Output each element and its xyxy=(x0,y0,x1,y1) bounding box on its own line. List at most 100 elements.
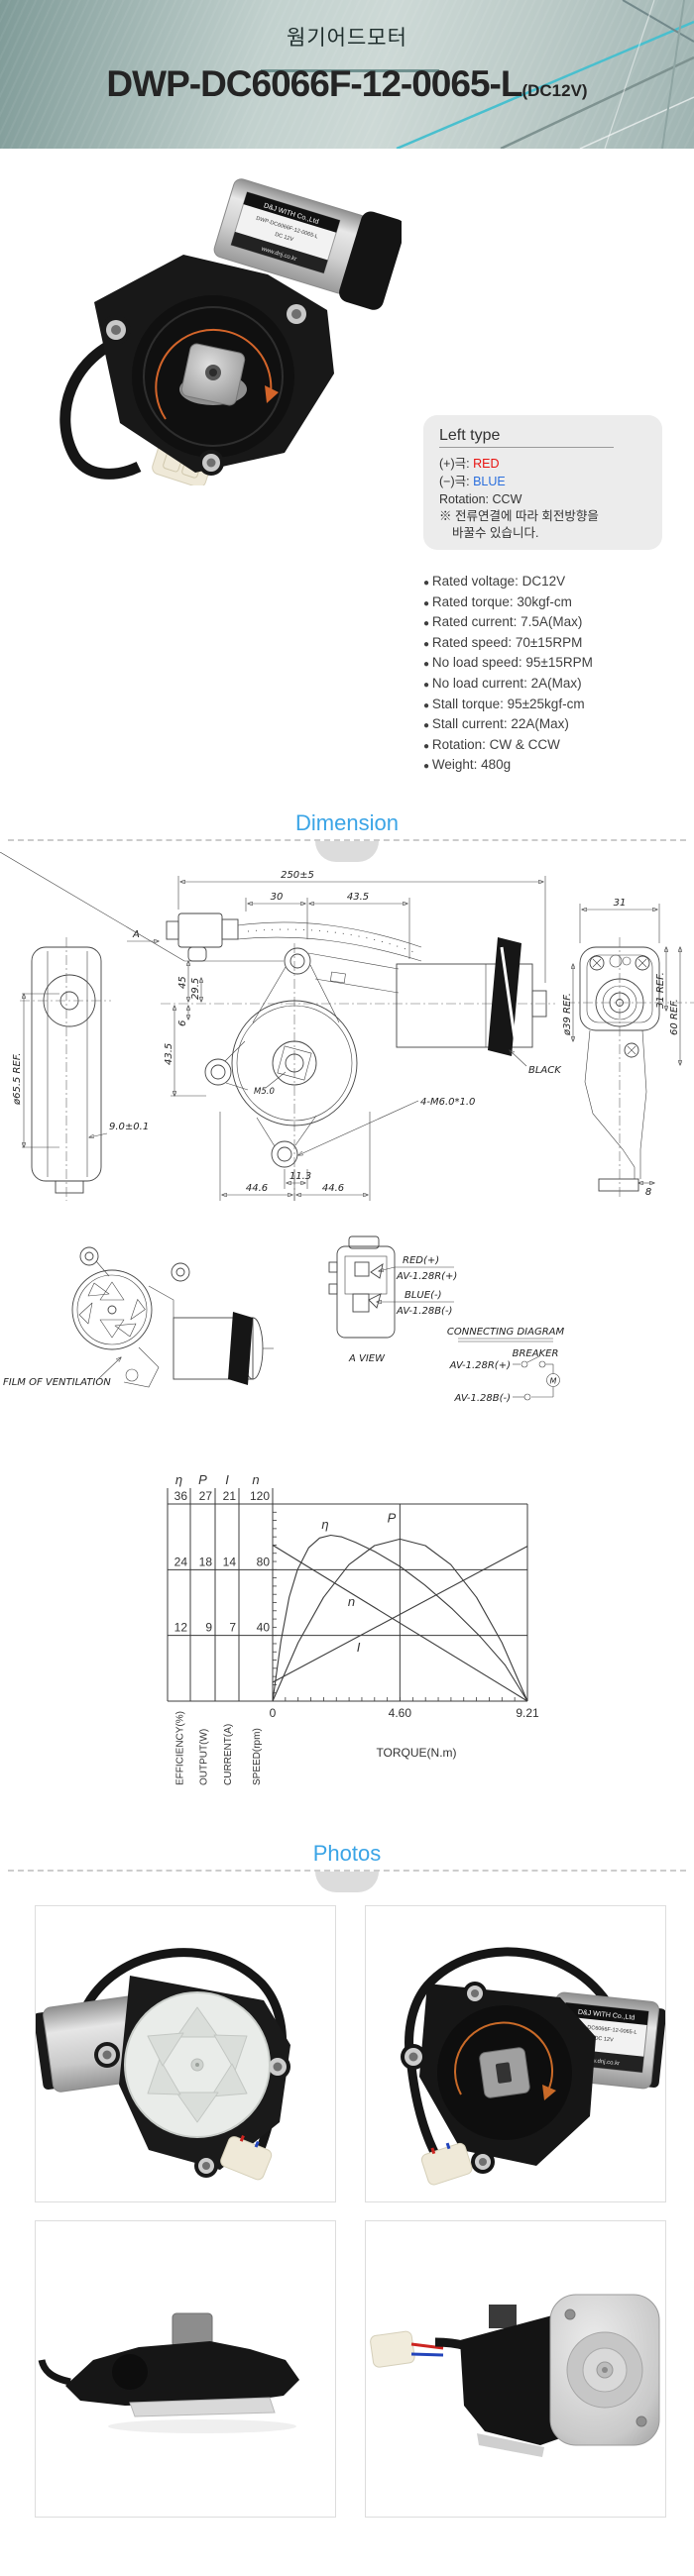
svg-text:AV-1.28R(+): AV-1.28R(+) xyxy=(449,1360,511,1371)
svg-text:ø65.5 REF.: ø65.5 REF. xyxy=(12,1053,23,1106)
svg-text:9: 9 xyxy=(205,1621,212,1635)
photo-profile-low xyxy=(35,2220,336,2518)
header-stripes xyxy=(0,0,694,149)
svg-text:36: 36 xyxy=(174,1489,188,1503)
svg-text:6: 6 xyxy=(177,1020,188,1026)
svg-text:DC 12V: DC 12V xyxy=(594,2035,614,2043)
svg-text:4-M6.0*1.0: 4-M6.0*1.0 xyxy=(420,1097,475,1108)
wire-connector xyxy=(370,2330,415,2368)
model-number: DWP-DC6066F-12-0065-L xyxy=(106,63,522,104)
series-I xyxy=(272,1546,528,1683)
photo-gear-side xyxy=(33,1905,336,2202)
plus-wire-color: RED xyxy=(473,457,500,471)
dimension-section-title: Dimension xyxy=(295,810,399,835)
svg-text:80: 80 xyxy=(257,1555,271,1568)
voltage-suffix: (DC12V) xyxy=(521,81,588,100)
svg-text:P: P xyxy=(198,1472,207,1487)
svg-text:AV-1.28R(+): AV-1.28R(+) xyxy=(396,1271,457,1282)
svg-text:P: P xyxy=(388,1510,397,1525)
svg-text:BREAKER: BREAKER xyxy=(513,1348,559,1359)
svg-text:8: 8 xyxy=(645,1187,651,1198)
spec-item: Stall current: 22A(Max) xyxy=(423,715,593,736)
svg-text:I: I xyxy=(357,1640,361,1655)
spec-item: Stall torque: 95±25kgf-cm xyxy=(423,696,593,716)
connecting-diagram: CONNECTING DIAGRAM BREAKER AV-1.28R(+) M… xyxy=(447,1327,565,1404)
svg-text:27: 27 xyxy=(199,1489,213,1503)
motor-can-label: D&J WITH Co.,Ltd DWP-DC6066F-12-0065-L D… xyxy=(230,191,341,274)
spec-list: Rated voltage: DC12V Rated torque: 30kgf… xyxy=(423,573,593,777)
product-category: 웜기어드모터 xyxy=(287,27,407,50)
power-cable xyxy=(59,331,142,480)
wire-connector xyxy=(220,2135,273,2181)
drive-nut xyxy=(489,2305,517,2328)
svg-text:RED(+): RED(+) xyxy=(403,1255,439,1266)
svg-text:250±5: 250±5 xyxy=(281,870,314,881)
svg-text:M: M xyxy=(550,1377,557,1386)
svg-text:A VIEW: A VIEW xyxy=(348,1353,386,1364)
svg-text:CURRENT(A): CURRENT(A) xyxy=(223,1724,234,1785)
svg-text:n: n xyxy=(252,1472,259,1487)
svg-text:60 REF.: 60 REF. xyxy=(669,999,680,1035)
base-plate xyxy=(129,2397,276,2417)
svg-text:4.60: 4.60 xyxy=(389,1706,412,1720)
svg-text:AV-1.28B(-): AV-1.28B(-) xyxy=(454,1393,511,1404)
photos-divider-ornament xyxy=(315,1872,379,1892)
svg-text:9.0±0.1: 9.0±0.1 xyxy=(109,1122,149,1132)
svg-text:n: n xyxy=(348,1594,355,1609)
polarity-minus-row: (−)극: BLUE xyxy=(439,475,506,488)
minus-wire-color: BLUE xyxy=(473,475,506,488)
svg-text:CONNECTING DIAGRAM: CONNECTING DIAGRAM xyxy=(447,1327,565,1338)
main-product-photo: D&J WITH Co.,Ltd DWP-DC6066F-12-0065-L D… xyxy=(59,178,402,485)
front-view: A xyxy=(0,852,562,1201)
svg-text:43.5: 43.5 xyxy=(164,1043,174,1065)
blue-wire xyxy=(410,2352,444,2357)
svg-text:AV-1.28B(-): AV-1.28B(-) xyxy=(396,1306,452,1317)
header-deco-lines xyxy=(396,0,694,149)
svg-text:31 REF.: 31 REF. xyxy=(655,972,666,1009)
svg-text:120: 120 xyxy=(250,1489,270,1503)
series-η xyxy=(272,1534,528,1702)
ccw-rotation-arrow xyxy=(155,328,273,420)
left-type-title: Left type xyxy=(439,427,501,444)
series-n xyxy=(272,1545,528,1702)
photo-back-side: D&J WITH Co.,Ltd DWP-DC6066F-12-0065-L D… xyxy=(365,1905,667,2202)
svg-text:21: 21 xyxy=(223,1489,237,1503)
svg-text:I: I xyxy=(225,1472,229,1487)
spec-item: Weight: 480g xyxy=(423,756,593,777)
svg-text:BLUE(-): BLUE(-) xyxy=(405,1290,441,1301)
side-view: ø65.5 REF. 9.0±0.1 xyxy=(12,937,149,1201)
svg-text:A: A xyxy=(132,929,140,940)
svg-text:9.21: 9.21 xyxy=(516,1706,539,1720)
photo-back-side-image: D&J WITH Co.,Ltd DWP-DC6066F-12-0065-L D… xyxy=(401,1947,667,2186)
photos-section-title: Photos xyxy=(312,1841,382,1866)
spec-item: No load speed: 95±15RPM xyxy=(423,654,593,675)
svg-text:0: 0 xyxy=(270,1706,277,1720)
spec-item: Rated voltage: DC12V xyxy=(423,573,593,593)
svg-text:44.6: 44.6 xyxy=(322,1183,344,1194)
photo-motor-face xyxy=(365,2220,666,2518)
svg-text:SPEED(rpm): SPEED(rpm) xyxy=(252,1728,263,1785)
svg-text:ø39 REF.: ø39 REF. xyxy=(562,993,573,1036)
svg-text:31: 31 xyxy=(614,898,627,909)
svg-text:www.dnj.co.kr: www.dnj.co.kr xyxy=(582,2057,620,2067)
svg-text:14: 14 xyxy=(223,1555,237,1568)
svg-text:12: 12 xyxy=(174,1621,188,1635)
left-type-box: Left type (+)극: RED (−)극: BLUE Rotation:… xyxy=(423,415,662,550)
svg-text:30: 30 xyxy=(271,892,284,903)
spec-item: No load current: 2A(Max) xyxy=(423,675,593,696)
rotation-note-line1: ※ 전류연결에 따라 회전방향을 xyxy=(439,509,599,523)
svg-text:29.5: 29.5 xyxy=(190,978,201,1000)
svg-text:40: 40 xyxy=(257,1621,271,1635)
dimension-drawing: ø65.5 REF. 9.0±0.1 A xyxy=(0,852,694,1404)
performance-chart: η122436EFFICIENCY(%)P91827OUTPUT(W)I7142… xyxy=(167,1472,539,1785)
photo-motor-face-image xyxy=(370,2294,660,2457)
mounting-screw-holes xyxy=(101,299,311,476)
svg-text:18: 18 xyxy=(199,1555,213,1568)
svg-text:24: 24 xyxy=(174,1555,188,1568)
page-title: DWP-DC6066F-12-0065-L(DC12V) xyxy=(0,63,694,105)
page-header: 웜기어드모터 DWP-DC6066F-12-0065-L(DC12V) xyxy=(0,0,694,149)
svg-text:η: η xyxy=(175,1472,182,1487)
rotation-value: CCW xyxy=(492,492,522,506)
power-cable xyxy=(38,2359,71,2386)
